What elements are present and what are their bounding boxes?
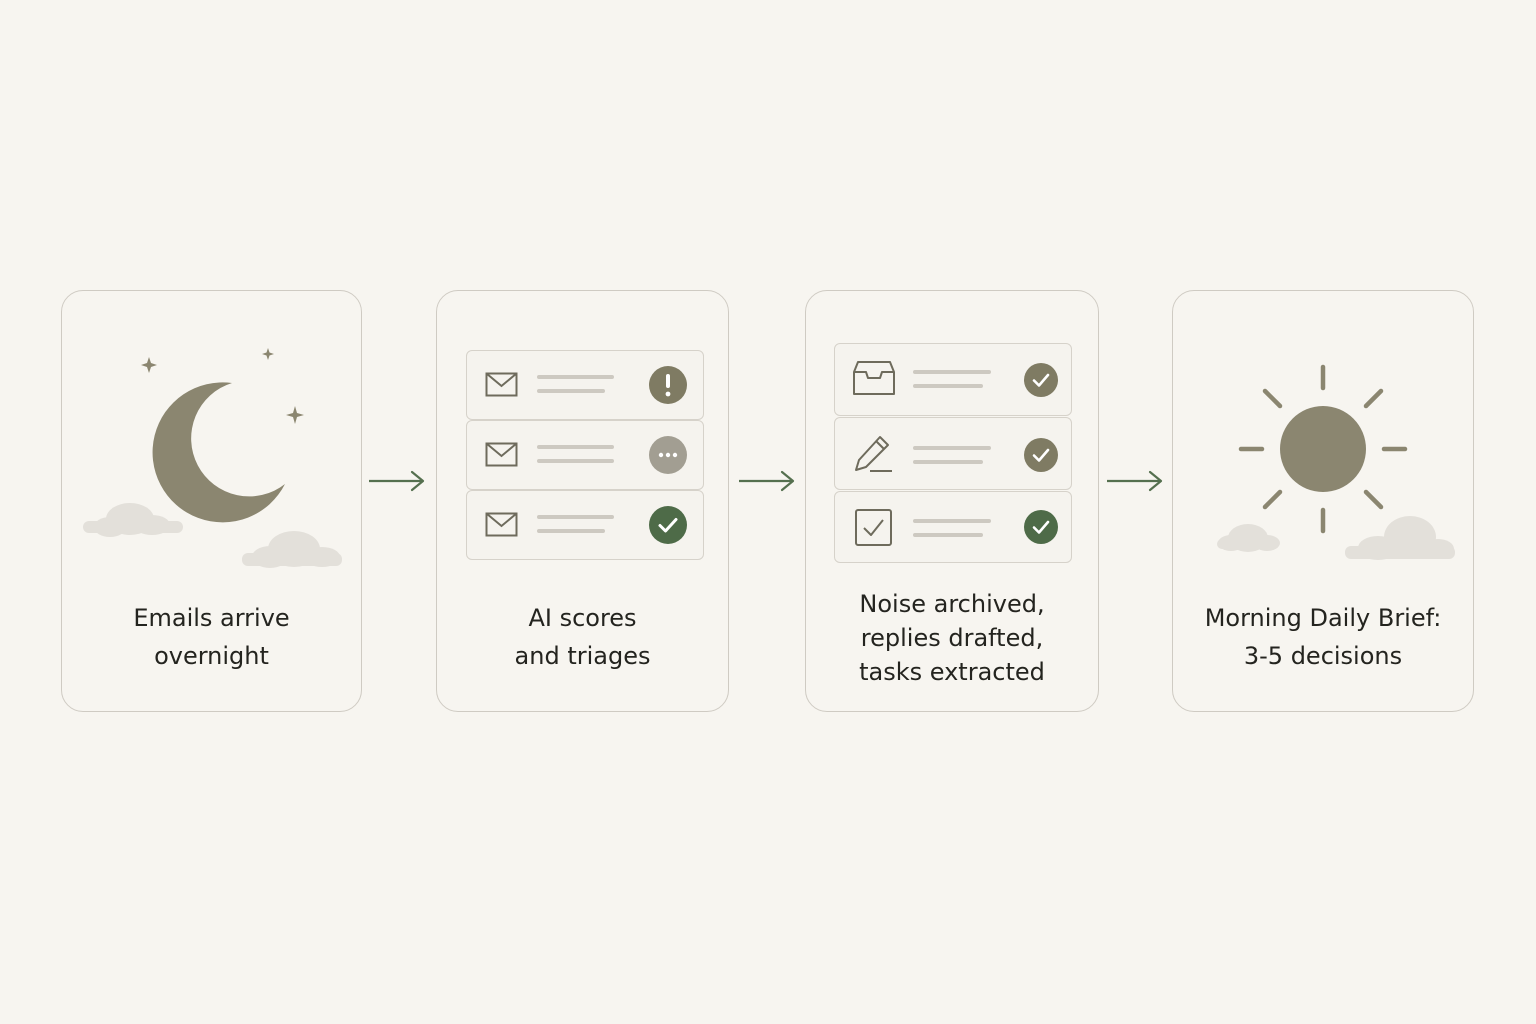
step-card-arrive: Emails arrive overnight (61, 290, 362, 712)
text-placeholder-line (537, 445, 614, 449)
step-caption: Noise archived, replies drafted, tasks e… (806, 587, 1098, 689)
check-icon (1024, 363, 1058, 397)
sun-morning-illustration (1217, 364, 1455, 560)
arrow-right-icon (369, 470, 425, 492)
check-icon (1024, 438, 1058, 472)
caption-line: Emails arrive (133, 604, 290, 632)
text-placeholder-line (537, 459, 614, 463)
caption-line: tasks extracted (859, 658, 1045, 686)
text-placeholder-line (913, 446, 991, 450)
action-row (834, 343, 1072, 416)
action-row (834, 491, 1072, 563)
cloud-icon (242, 531, 342, 568)
caption-line: replies drafted, (860, 624, 1044, 652)
sparkle-icon (141, 348, 304, 424)
cloud-icon (1217, 524, 1280, 552)
caption-line: overnight (154, 642, 269, 670)
step-card-triage: AI scores and triages (436, 290, 729, 712)
moon-icon (152, 382, 285, 523)
caption-line: and triages (514, 642, 651, 670)
caption-line: Noise archived, (859, 590, 1045, 618)
sun-icon (1238, 364, 1408, 534)
text-placeholder-line (537, 515, 614, 519)
check-icon (649, 506, 687, 544)
pencil-icon (855, 436, 892, 472)
envelope-icon (485, 512, 518, 537)
step-card-brief: Morning Daily Brief: 3-5 decisions (1172, 290, 1474, 712)
caption-line: Morning Daily Brief: (1204, 604, 1442, 632)
email-row (466, 350, 704, 420)
cloud-icon (1345, 516, 1455, 560)
caption-line: 3-5 decisions (1243, 642, 1403, 670)
text-placeholder-line (537, 375, 614, 379)
step-caption: Morning Daily Brief: 3-5 decisions (1173, 599, 1473, 675)
cloud-icon (83, 503, 183, 537)
text-placeholder-line (913, 384, 983, 388)
text-placeholder-line (537, 389, 605, 393)
check-icon (1024, 510, 1058, 544)
envelope-icon (485, 442, 518, 467)
text-placeholder-line (537, 529, 605, 533)
text-placeholder-line (913, 460, 983, 464)
step-card-process: Noise archived, replies drafted, tasks e… (805, 290, 1099, 712)
archive-box-icon (853, 361, 895, 395)
ellipsis-icon (649, 436, 687, 474)
step-caption: Emails arrive overnight (62, 599, 361, 675)
text-placeholder-line (913, 370, 991, 374)
text-placeholder-line (913, 533, 983, 537)
step-caption: AI scores and triages (437, 599, 728, 675)
text-placeholder-line (913, 519, 991, 523)
checkbox-icon (855, 509, 892, 546)
email-row (466, 490, 704, 560)
moon-night-illustration (83, 348, 342, 568)
arrow-right-icon (1107, 470, 1163, 492)
action-row (834, 417, 1072, 490)
exclamation-icon (649, 366, 687, 404)
envelope-icon (485, 372, 518, 397)
arrow-right-icon (739, 470, 795, 492)
email-row (466, 420, 704, 490)
caption-line: AI scores (528, 604, 637, 632)
